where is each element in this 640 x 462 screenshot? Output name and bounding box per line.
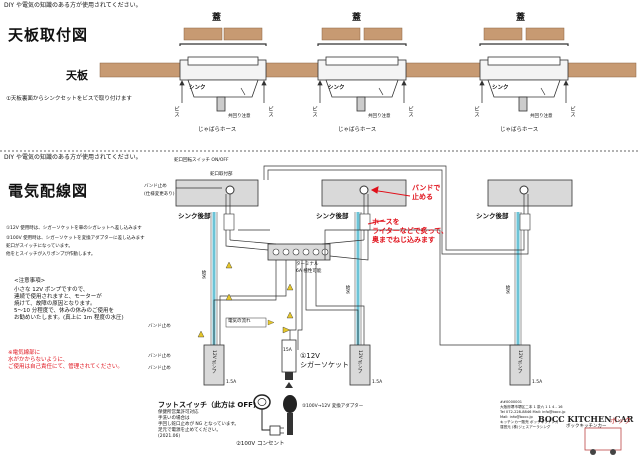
callout-band: バンドで 止める xyxy=(412,184,441,201)
foot-switch-notes: 保健所営業許可対応 手洗いの場合は 手回し蛇口止めが NG となっています。 足… xyxy=(158,410,239,440)
sink-back-boxes xyxy=(175,179,573,207)
lid-label-3: 蓋 xyxy=(516,13,526,23)
amp-label-3: 1.5A xyxy=(532,380,543,385)
company-line: Tel 072-228-8846 Mail: info@bocc.jp xyxy=(500,410,566,414)
sink-label-1: シンク xyxy=(189,85,206,91)
counter-label: 天板 xyxy=(66,69,88,82)
callout-hose: ホースを ライターなどで炙って、 奥までねじ込みます xyxy=(372,218,448,244)
cigar-socket-label: ①12V シガーソケット xyxy=(300,352,349,369)
band-stop-sub: (仕様変更あり) xyxy=(144,192,175,197)
screw-label: ビス xyxy=(473,106,479,117)
foot-switch-line: 足元で電源を止めてください。 xyxy=(158,428,221,433)
amp-label-2: 1.5A xyxy=(372,380,383,385)
brand-kana-logo: ボック xyxy=(610,417,631,425)
brand-logo: BOCC KITCHEN CAR xyxy=(538,414,634,424)
sink-label-3: シンク xyxy=(492,85,509,91)
electric-flow-label: 電気の流れ xyxy=(228,319,251,324)
faucet-part-label: 蛇口取付部 xyxy=(210,172,233,177)
usage-note: 蛇口がスイッチになっています。 xyxy=(6,244,73,249)
caution-line: 連続で使用されますと、モーターが xyxy=(14,294,102,300)
outlet-label: ②100V コンセント xyxy=(236,441,285,447)
caution-line: 5～10 分程度で、休みの休みのご使用を xyxy=(14,308,115,314)
sink-back-2: シンク後部 xyxy=(316,212,349,220)
screw-label: ビス xyxy=(407,106,413,117)
caution-label-2: 共回り注意 xyxy=(368,114,391,119)
foot-switch-line: 手回し蛇口止めが NG となっています。 xyxy=(158,422,239,427)
lid-label-1: 蓋 xyxy=(212,13,222,23)
foot-switch-line: 手洗いの場合は xyxy=(158,416,190,421)
usage-note: 他をとスイッチが入りポンプが作動します。 xyxy=(6,252,96,257)
lid-panel xyxy=(525,27,565,41)
company-line: キッチンカー販売 ボックキッチンカー xyxy=(500,420,563,424)
caution-line: 焼けて、故障の原因となります。 xyxy=(14,301,96,307)
sink-back-1: シンク後部 xyxy=(178,212,211,220)
caution-label-3: 共回り注意 xyxy=(530,114,553,119)
terminal-label: ターミナル xyxy=(296,262,319,267)
section-title-counter: 天板取付図 xyxy=(8,26,89,44)
header-note: DIY や電気の知識のある方が使用されてください。 xyxy=(4,2,142,9)
company-info: ##0000001 大阪府堺市堺区二本 1 茶六 1 1 4 - 16 Tel … xyxy=(500,400,580,430)
water-supply-label-3: 給水 xyxy=(505,285,510,294)
lid-label-2: 蓋 xyxy=(352,13,362,23)
band-stop-label: バンド止め xyxy=(144,184,167,189)
screw-label: ビス xyxy=(569,106,575,117)
faucet-switch-label: 蛇口回転スイッチ ON/OFF xyxy=(174,158,229,163)
water-supply-label-2: 給水 xyxy=(345,285,350,294)
company-line: Mail: info@bocc.jp xyxy=(500,415,533,419)
caution-line: お勧めいたします。(真上に 1m 程度の水圧) xyxy=(14,315,124,321)
pump-label-3: 12V ポンプ xyxy=(517,350,522,374)
foot-switch-title: フットスイッチ（此方は OFF) xyxy=(158,401,257,409)
fuse-label: 15A xyxy=(283,348,292,353)
lid-panel xyxy=(223,27,263,41)
caution-block: <注意事項> 小さな 12V ポンプですので、 連続で使用されますと、モーターが… xyxy=(14,278,134,322)
section-title-wiring: 電気配線図 xyxy=(8,182,89,200)
lid-panel xyxy=(363,27,403,41)
caution-title: <注意事項> xyxy=(14,278,46,284)
band-stop-lower-3: バンド止め xyxy=(148,366,171,371)
sink-label-2: シンク xyxy=(328,85,345,91)
terminal-sub-label: 6A 極性可能 xyxy=(296,269,322,274)
wire-harness xyxy=(176,165,529,350)
warning-text: ※電気線部に 水がかからないように、 ご使用は自己責任にて、管理されてください。 xyxy=(8,350,123,370)
lid-panel xyxy=(483,27,523,41)
water-supply-label-1: 給水 xyxy=(201,270,206,279)
band-stop-lower-2: バンド止め xyxy=(148,354,171,359)
company-line: 大阪府堺市堺区二本 1 茶六 1 1 4 - 16 xyxy=(500,405,563,409)
hose-label-3: じゃばらホース xyxy=(500,127,539,133)
foot-switch-line: 保健所営業許可対応 xyxy=(158,410,199,415)
company-line: ##0000001 xyxy=(500,400,523,404)
foot-switch-line: (2021.06) xyxy=(158,434,181,439)
hose-label-1: じゃばらホース xyxy=(198,127,237,133)
mount-instruction: ①天板裏面からシンクセットをビスで取り付けます xyxy=(6,96,132,102)
usage-note: ②100V 使用時は、シガーソケットを変換アダプターに差し込みます xyxy=(6,236,145,241)
pump-label-2: 12V ポンプ xyxy=(357,350,362,374)
lid-panel xyxy=(183,27,223,41)
hose-label-2: じゃばらホース xyxy=(338,127,377,133)
usage-note: ①12V 使用時は、シガーソケットを車のシガレットへ差し込みます xyxy=(6,226,142,231)
usage-notes: ①12V 使用時は、シガーソケットを車のシガレットへ差し込みます ②100V 使… xyxy=(6,226,176,258)
amp-label-1: 1.5A xyxy=(226,380,237,385)
sink-back-3: シンク後部 xyxy=(476,212,509,220)
sink-shapes xyxy=(179,56,569,98)
pump-boxes xyxy=(203,344,531,386)
screw-label: ビス xyxy=(173,106,179,117)
adapter-label: ②100V→12V 変換アダプター xyxy=(302,404,364,409)
lid-group xyxy=(183,27,565,41)
brand-logo-sub: ボックキッチンカー xyxy=(566,424,607,429)
lid-panel xyxy=(321,27,361,41)
band-stop-lower-1: バンド止め xyxy=(148,324,171,329)
section-mid-note: DIY や電気の知識のある方が使用されてください。 xyxy=(4,154,142,161)
company-line: 運営元 (株)ジェスアーラシング xyxy=(500,425,551,429)
screw-label: ビス xyxy=(311,106,317,117)
pump-label-1: 12V ポンプ xyxy=(211,350,216,374)
caution-label-1: 共回り注意 xyxy=(228,114,251,119)
caution-line: 小さな 12V ポンプですので、 xyxy=(14,287,89,293)
screw-label: ビス xyxy=(267,106,273,117)
